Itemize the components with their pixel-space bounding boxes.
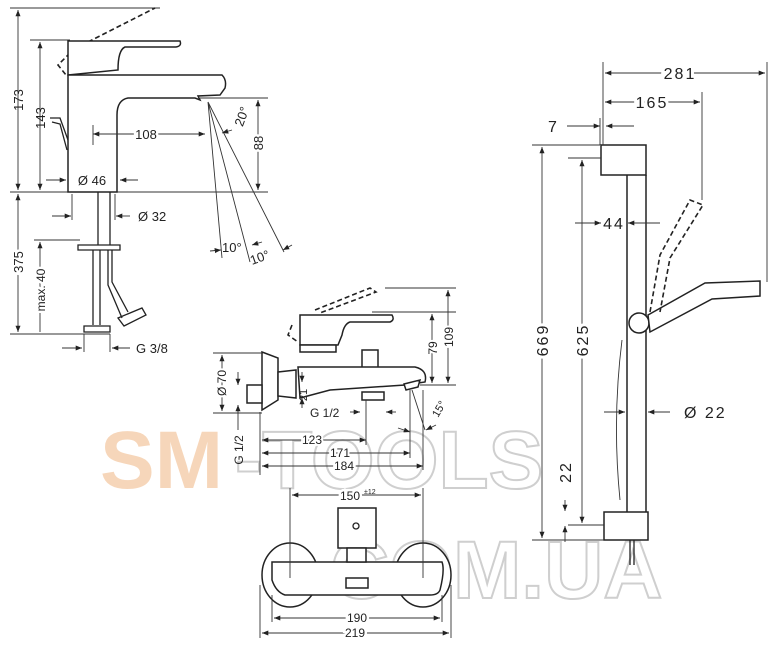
dim-total-projection: 281 [664,66,697,83]
basin-mixer-drawing: 173 143 108 88 20° 10° 10° Ø 46 Ø 32 375… [9,7,293,356]
dim-total-width: 219 [345,626,365,640]
dim-spout-reach: 108 [135,127,157,142]
dim-shank-diameter: Ø 32 [138,209,166,224]
dim-reach-spout: 171 [330,446,350,460]
dim-reach-total: 184 [334,459,354,473]
shower-rail-drawing: 281 165 7 669 625 44 Ø 22 22 [532,62,768,565]
dim-connection-length: 375 [11,251,26,273]
dim-wall-offset: 7 [548,119,559,136]
dim-reach-outlet: 123 [302,433,322,447]
bath-mixer-front-drawing: 150 ±12 190 219 [259,487,452,643]
bath-mixer-side-drawing: Ø 70 G 1/2 21 G 1/2 79 109 123 171 184 1… [213,287,458,475]
dim-height-lever: 143 [33,107,48,129]
dim-angle-b: 10° [248,247,272,268]
dim-fixing-distance: 625 [575,324,592,357]
dim-flange-diameter: Ø 70 [215,370,229,396]
dim-height-total-bath: 109 [442,327,456,347]
dim-rail-diameter: Ø 22 [684,405,727,422]
dim-max-thickness: max. 40 [34,268,48,311]
dim-height-lever-bath: 79 [426,341,440,355]
dim-bottom-offset: 22 [558,461,575,483]
dim-spray-angle: 20° [231,105,252,129]
dim-connection-thread: G 3/8 [136,341,168,356]
dim-rail-height: 669 [535,324,552,357]
dim-rail-offset: 44 [603,216,625,233]
dim-outlet-thread: G 1/2 [310,406,340,420]
dim-outlet-offset: 21 [298,389,310,401]
dim-centre-tolerance: ±12 [364,489,376,496]
dim-body-width: 190 [347,611,367,625]
dim-holder-projection: 165 [636,95,669,112]
watermark-brand: SM [100,415,223,506]
dim-inlet-thread: G 1/2 [232,435,246,465]
dim-body-diameter: Ø 46 [78,173,106,188]
dim-angle-a: 10° [222,240,242,255]
dim-height-total: 173 [11,89,26,111]
dim-centre-distance: 150 [340,489,360,503]
dim-spout-height: 88 [251,136,266,150]
watermark-brand-rest: -TOOLS [235,415,543,506]
